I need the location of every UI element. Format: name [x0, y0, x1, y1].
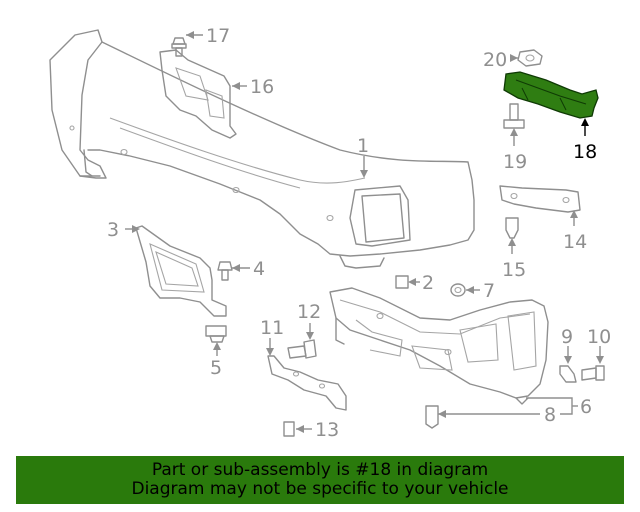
callout-13: 13	[315, 419, 339, 441]
upper-bracket	[159, 49, 237, 139]
callout-11: 11	[260, 317, 284, 339]
info-banner: Part or sub-assembly is #18 in diagram D…	[16, 456, 624, 504]
callout-20: 20	[483, 49, 507, 71]
strip-14	[499, 185, 581, 213]
bolt-4	[217, 261, 233, 281]
callout-15: 15	[502, 259, 526, 281]
bolt-17	[171, 37, 187, 57]
callout-4: 4	[253, 258, 265, 280]
callout-labels: 1 2 3 4 5 6 7 8 9 10 11 12 13 14 15 16 1…	[107, 25, 611, 441]
callout-1: 1	[357, 135, 369, 157]
callout-9: 9	[561, 326, 573, 348]
nut-7	[450, 283, 466, 297]
clip-2	[395, 275, 409, 289]
bolt-10	[581, 365, 605, 381]
left-bracket	[135, 225, 227, 317]
screw-19	[503, 103, 525, 129]
bolt-12	[287, 339, 317, 359]
highlighted-part-18[interactable]	[503, 71, 599, 119]
callout-14: 14	[563, 231, 587, 253]
callout-3: 3	[107, 219, 119, 241]
callout-12: 12	[297, 301, 321, 323]
callout-6: 6	[580, 396, 592, 418]
bracket-9	[559, 365, 577, 383]
clip-8	[425, 405, 439, 429]
callout-5: 5	[210, 357, 222, 379]
leader-lines	[125, 31, 604, 433]
clip-5	[205, 325, 227, 343]
banner-line-part: Part or sub-assembly is #18 in diagram	[151, 460, 489, 480]
lower-bracket	[267, 355, 347, 411]
clip-15	[505, 217, 519, 239]
callout-19: 19	[503, 151, 527, 173]
banner-line-disclaimer: Diagram may not be specific to your vehi…	[131, 479, 509, 499]
callout-16: 16	[250, 76, 274, 98]
callout-17: 17	[206, 25, 230, 47]
callout-8: 8	[544, 404, 556, 426]
callout-2: 2	[422, 272, 434, 294]
callout-10: 10	[587, 326, 611, 348]
callout-7: 7	[483, 280, 495, 302]
callout-18[interactable]: 18	[573, 141, 597, 163]
clip-13	[283, 421, 295, 437]
bumper-face-bar	[49, 29, 475, 269]
impact-bar	[329, 287, 549, 405]
parts-diagram: 1 2 3 4 5 6 7 8 9 10 11 12 13 14 15 16 1…	[49, 25, 611, 441]
nut-20	[517, 49, 543, 67]
